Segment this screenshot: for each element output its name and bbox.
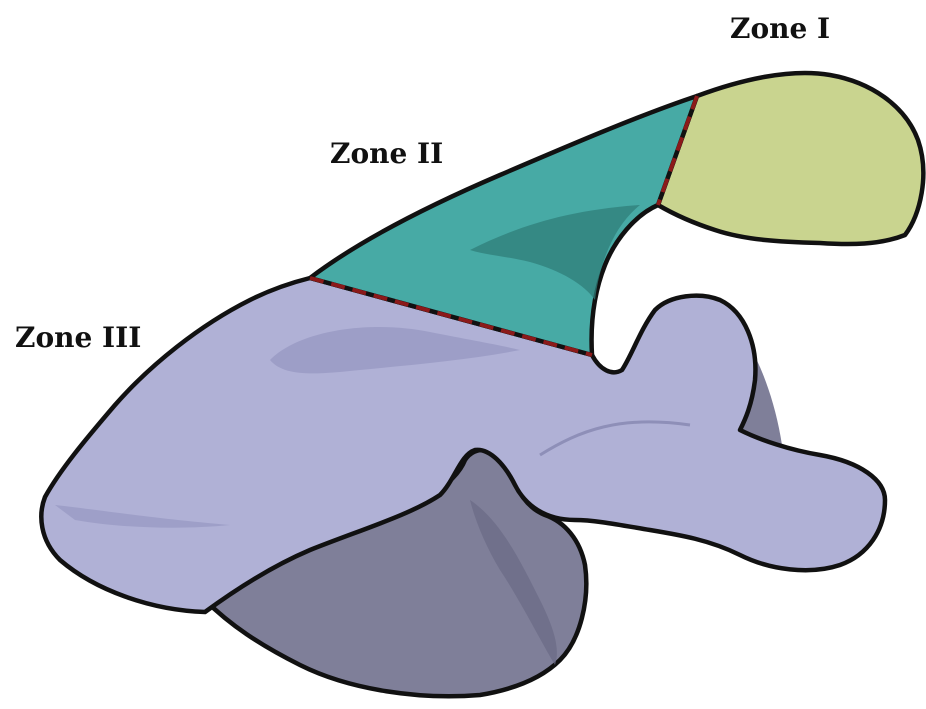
zone-2-label: Zone II <box>330 137 443 170</box>
zone-1-label: Zone I <box>730 12 830 45</box>
zone-3-label: Zone III <box>15 321 141 354</box>
